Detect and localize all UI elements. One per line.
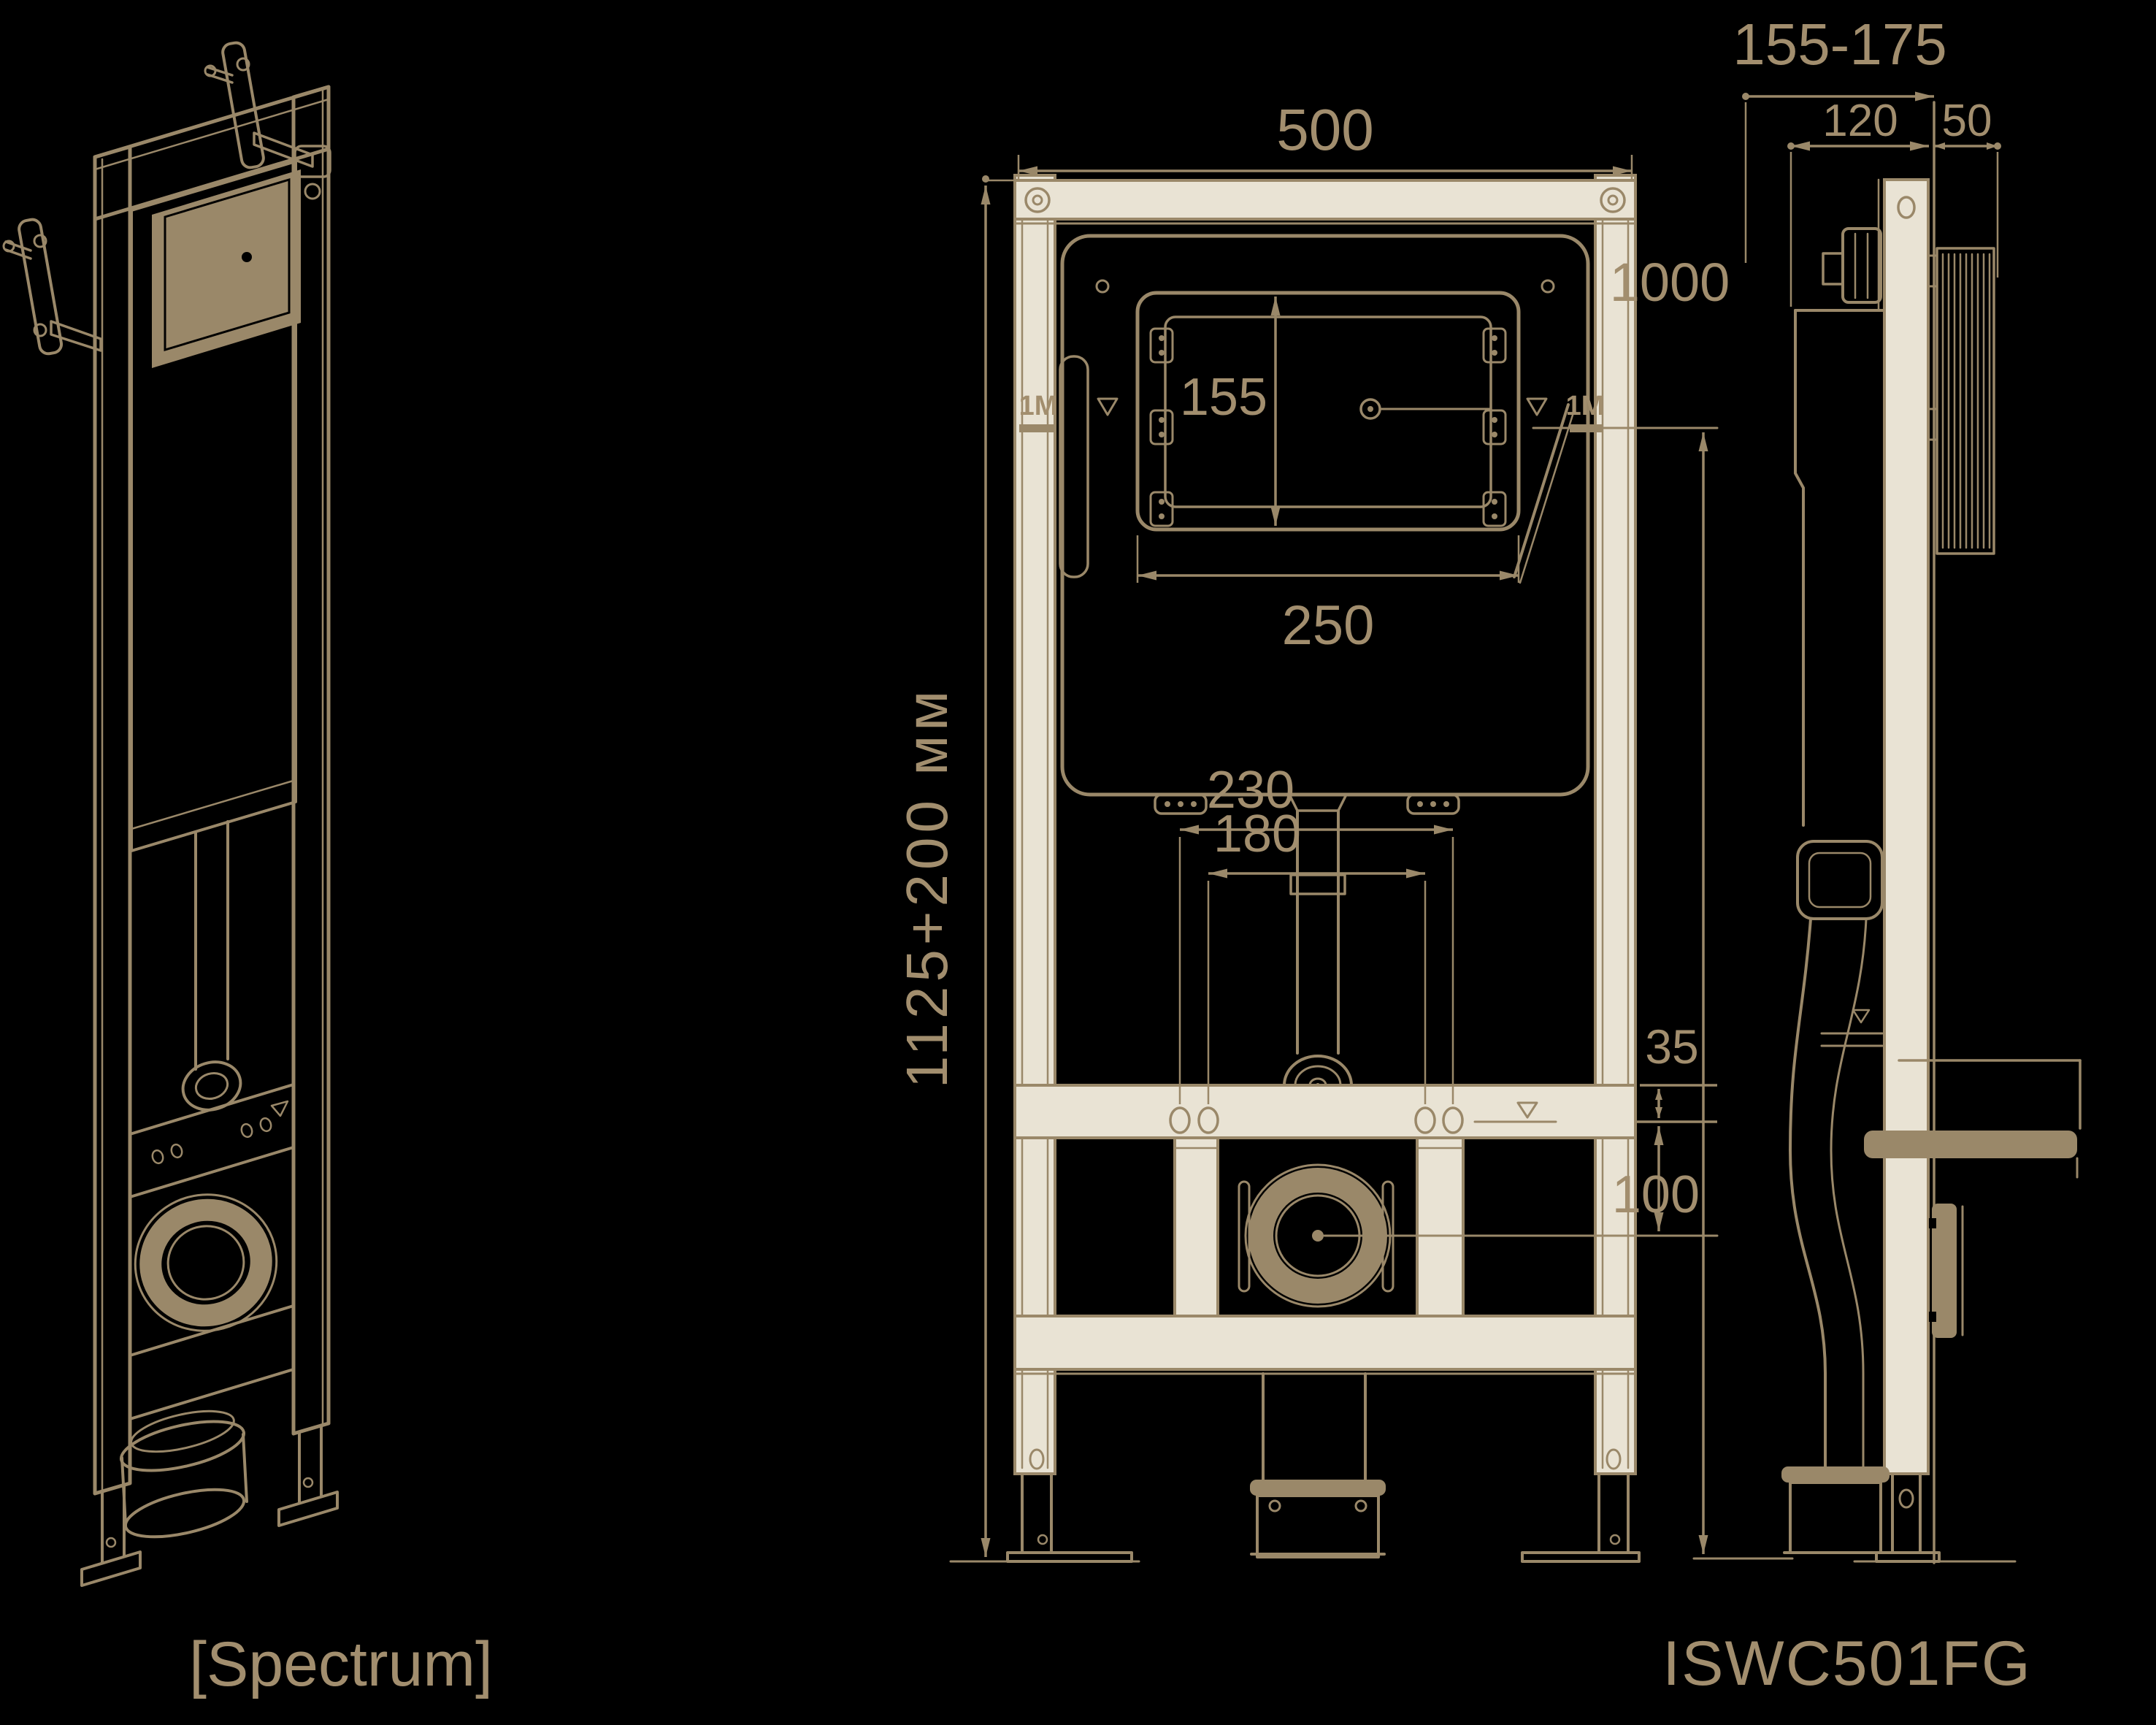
window-clips (1149, 327, 1507, 527)
dim-35-label: 35 (1645, 1020, 1698, 1074)
dim-overall-height: 1125+200 мм (894, 175, 1017, 1557)
water-level-mark-left (1097, 397, 1119, 416)
strut-left (1173, 1136, 1219, 1317)
dim-holes-230: 230 (1178, 761, 1454, 1104)
side-drain-box (1781, 1466, 1890, 1554)
dim-180-label: 180 (1213, 805, 1301, 863)
corner-bolt-left (1024, 187, 1051, 213)
water-level-mark-right (1526, 397, 1548, 416)
access-window (1135, 291, 1521, 532)
dim-100-label: 100 (1612, 1166, 1700, 1224)
front-top-rail (1013, 179, 1637, 221)
side-drain-elbow (1789, 917, 1827, 1481)
dim-50-label: 50 (1942, 96, 1992, 146)
dim-width-500: 500 (1017, 97, 1633, 179)
dim-1000-label: 1000 (1610, 252, 1730, 313)
dim-window-250: 250 (1136, 535, 1520, 657)
wall-bracket-left (2, 218, 102, 356)
strut-right (1416, 1136, 1465, 1317)
side-tank (1789, 309, 1886, 1481)
tank-internals (1059, 355, 1576, 584)
front-column-left (1013, 174, 1056, 1475)
isometric-view (2, 41, 339, 1587)
dim-120-label: 120 (1822, 96, 1898, 146)
iso-frame (93, 85, 331, 1496)
iso-drain-cylinder (119, 1410, 248, 1539)
fill-valve-rod (1059, 355, 1089, 578)
drain-outlet (1250, 1372, 1386, 1558)
meter-mark-left: 1M (1019, 391, 1058, 421)
flush-button-unit (1822, 227, 1882, 304)
flush-window-panel (152, 169, 301, 368)
dim-500-label: 500 (1276, 97, 1373, 162)
dim-window-155: 155 (1180, 297, 1281, 526)
dim-supply-35: 35 (1635, 1020, 1717, 1123)
iso-feet (80, 1424, 339, 1587)
captions: [Spectrum] ISWC501FG (189, 1629, 2031, 1699)
front-lower-rail (1013, 1315, 1637, 1371)
level-mark (1516, 1101, 1538, 1119)
dim-230-label: 230 (1207, 761, 1294, 819)
cistern-outline (1060, 234, 1590, 797)
side-view: 155-175 120 50 (1733, 12, 2082, 1564)
corrugated-hose (1927, 247, 1995, 555)
brand-label: [Spectrum] (189, 1629, 493, 1699)
front-column-right (1594, 174, 1637, 1475)
dim-overall-label: 1125+200 мм (894, 686, 959, 1088)
front-feet (949, 1448, 1794, 1563)
overflow-tube (1513, 403, 1570, 578)
drain-ring (1238, 1163, 1719, 1308)
flush-pipe (1283, 793, 1425, 1116)
meter-marks: 1M 1M (1019, 391, 1719, 432)
front-view: 1M 1M 500 155 250 230 (894, 97, 1794, 1563)
dim-wall-depth: 50 (1934, 96, 2001, 278)
dim-depth-range: 155-175 (1733, 12, 1947, 263)
pan-bracket-arm (1864, 1059, 2082, 1179)
side-column (1883, 178, 1930, 1475)
side-foot (1853, 1472, 2017, 1563)
iso-lower-crossbar (128, 1304, 295, 1420)
dim-250-label: 250 (1282, 594, 1375, 657)
corner-bolt-right (1600, 187, 1626, 213)
pan-fixing-block (1929, 1204, 1964, 1338)
dim-meter-1000: 1000 (1610, 252, 1730, 1554)
iso-flush-pipe (181, 820, 242, 1112)
iso-drain-ring (134, 1193, 278, 1332)
iso-crossbar (128, 1083, 295, 1198)
dim-frame-depth: 120 (1787, 96, 1929, 307)
dim-outlet-100: 100 (1612, 1126, 1700, 1231)
dim-155-175-label: 155-175 (1733, 12, 1947, 77)
meter-mark-right: 1M (1566, 391, 1605, 421)
dim-155-label: 155 (1180, 368, 1267, 427)
dim-holes-180: 180 (1207, 805, 1427, 1104)
front-mid-rail (1013, 1084, 1637, 1139)
model-label: ISWC501FG (1662, 1629, 2031, 1699)
iso-cistern (130, 160, 301, 852)
